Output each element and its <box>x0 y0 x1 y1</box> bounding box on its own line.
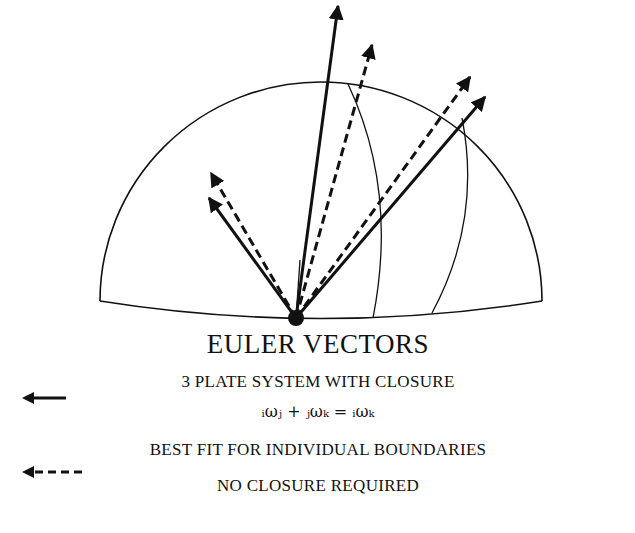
meridian-arc <box>432 118 468 313</box>
dashed-vector <box>296 45 372 318</box>
globe-outline <box>100 82 542 301</box>
diagram-title: EULER VECTORS <box>207 330 429 360</box>
solid-vector <box>209 198 296 318</box>
closure-equation: ᵢωⱼ + ⱼωₖ = ᵢωₖ <box>262 403 375 421</box>
pole-dot <box>288 310 304 326</box>
legend-text: 3 PLATE SYSTEM WITH CLOSURE <box>181 373 454 392</box>
dashed-vector <box>211 173 296 318</box>
meridian-arc <box>348 84 381 318</box>
note-text: BEST FIT FOR INDIVIDUAL BOUNDARIES <box>150 441 487 460</box>
dashed-vector <box>296 77 470 318</box>
legend-solid-arrow <box>20 388 70 408</box>
solid-vector <box>296 6 338 318</box>
globe-base <box>100 301 542 319</box>
legend-dashed-arrow <box>20 462 84 482</box>
legend-text: NO CLOSURE REQUIRED <box>217 477 419 496</box>
solid-vector <box>296 97 485 318</box>
